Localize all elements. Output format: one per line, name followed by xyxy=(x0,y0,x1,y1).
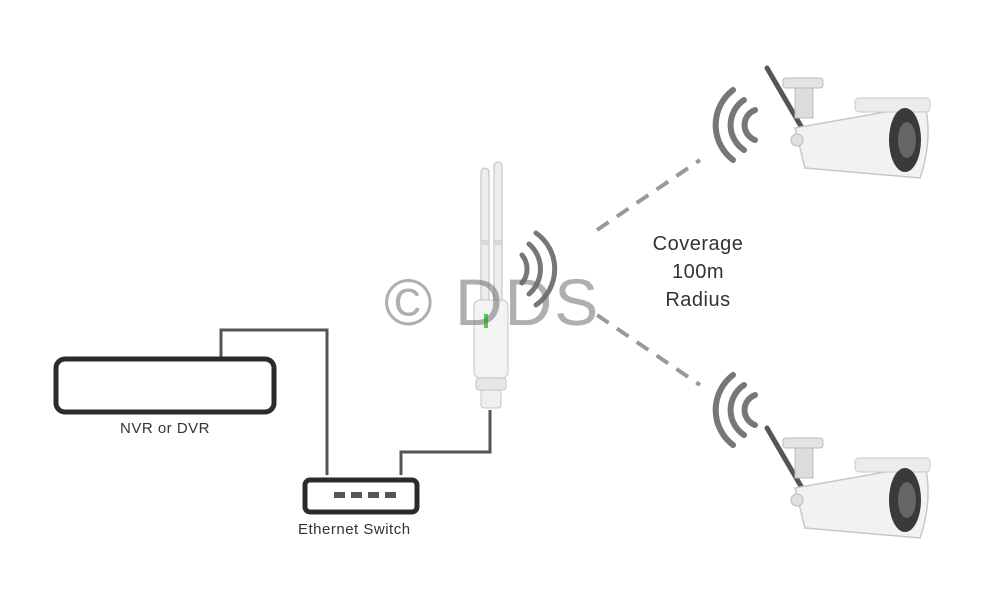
wifi-signal-icon xyxy=(519,230,558,308)
security-camera-icon xyxy=(764,425,931,539)
nvr-label: NVR or DVR xyxy=(120,420,211,437)
cable-switch-to-ap xyxy=(399,410,492,475)
coverage-line-top xyxy=(595,158,702,232)
access-point-icon xyxy=(473,161,509,409)
watermark: © DDS xyxy=(384,265,601,339)
coverage-label: Coverage 100m Radius xyxy=(638,230,758,314)
wifi-signal-icon xyxy=(712,372,758,448)
coverage-line-3: Radius xyxy=(665,289,731,311)
security-camera-icon xyxy=(764,65,931,179)
ethernet-switch xyxy=(302,477,420,515)
coverage-line-bottom xyxy=(595,313,702,387)
coverage-line-2: 100m xyxy=(671,261,725,283)
wifi-signal-icon xyxy=(712,87,758,163)
switch-label: Ethernet Switch xyxy=(298,521,411,538)
nvr-box xyxy=(53,356,277,415)
cable-nvr-to-switch xyxy=(219,328,329,475)
coverage-line-1: Coverage xyxy=(652,233,744,255)
